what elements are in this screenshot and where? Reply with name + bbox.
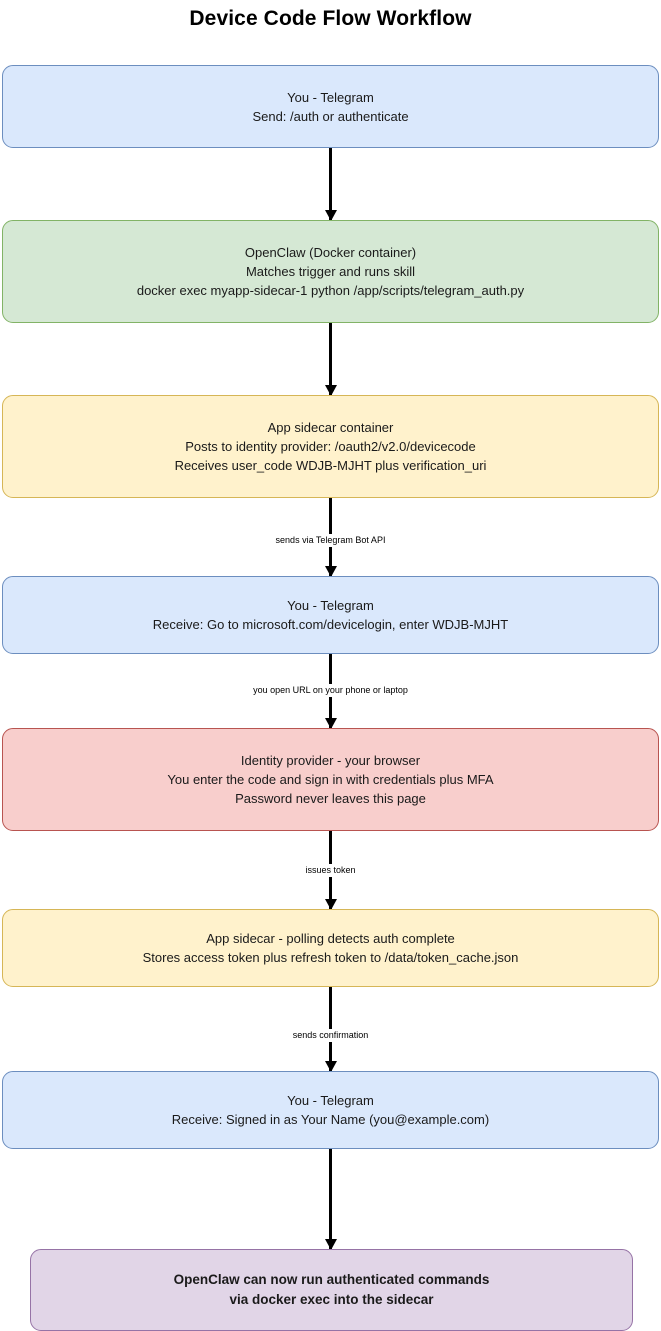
arrowhead-icon [324, 1061, 337, 1072]
node-line: Password never leaves this page [235, 791, 426, 806]
edge-n6-n7 [324, 987, 337, 1072]
node-app-sidecar-polling[interactable]: App sidecar - polling detects auth compl… [2, 909, 659, 987]
edge-n2-n3 [324, 323, 337, 396]
node-you-telegram-signed-in[interactable]: You - Telegram Receive: Signed in as You… [2, 1071, 659, 1149]
edge-n7-n8 [324, 1149, 337, 1250]
node-line: Matches trigger and runs skill [245, 264, 416, 279]
node-line: Stores access token plus refresh token t… [142, 950, 519, 965]
edge-n4-n5 [324, 654, 337, 729]
node-line: You - Telegram [287, 598, 374, 613]
node-line: Identity provider - your browser [240, 753, 421, 768]
node-identity-provider-browser[interactable]: Identity provider - your browser You ent… [2, 728, 659, 831]
node-line: Receives user_code WDJB-MJHT plus verifi… [174, 458, 487, 473]
node-line: You - Telegram [287, 1093, 374, 1108]
arrowhead-icon [324, 385, 337, 396]
page-title: Device Code Flow Workflow [189, 7, 472, 30]
node-line: App sidecar - polling detects auth compl… [206, 931, 455, 946]
node-app-sidecar-devicecode[interactable]: App sidecar container Posts to identity … [2, 395, 659, 498]
node-line: Posts to identity provider: /oauth2/v2.0… [185, 439, 476, 454]
node-line: You enter the code and sign in with cred… [167, 772, 494, 787]
node-line: docker exec myapp-sidecar-1 python /app/… [136, 283, 525, 298]
node-openclaw-authenticated[interactable]: OpenClaw can now run authenticated comma… [30, 1249, 633, 1331]
node-line: Send: /auth or authenticate [252, 108, 409, 124]
node-you-telegram-receive-code[interactable]: You - Telegram Receive: Go to microsoft.… [2, 576, 659, 654]
edge-n1-n2 [324, 148, 337, 221]
node-line: via docker exec into the sidecar [229, 1292, 434, 1307]
arrowhead-icon [324, 210, 337, 221]
node-line: Receive: Go to microsoft.com/devicelogin… [152, 617, 509, 632]
arrowhead-icon [324, 1239, 337, 1250]
edge-n5-n6 [324, 831, 337, 910]
edge-n3-n4 [324, 498, 337, 577]
node-line: OpenClaw can now run authenticated comma… [173, 1272, 490, 1287]
node-line: You - Telegram [287, 89, 374, 105]
node-line: Receive: Signed in as Your Name (you@exa… [171, 1112, 490, 1127]
arrowhead-icon [324, 899, 337, 910]
node-openclaw-container[interactable]: OpenClaw (Docker container) Matches trig… [2, 220, 659, 323]
arrowhead-icon [324, 566, 337, 577]
node-line: App sidecar container [267, 420, 394, 435]
node-line: OpenClaw (Docker container) [244, 245, 417, 260]
node-you-telegram-send[interactable]: You - Telegram Send: /auth or authentica… [2, 65, 659, 148]
arrowhead-icon [324, 718, 337, 729]
